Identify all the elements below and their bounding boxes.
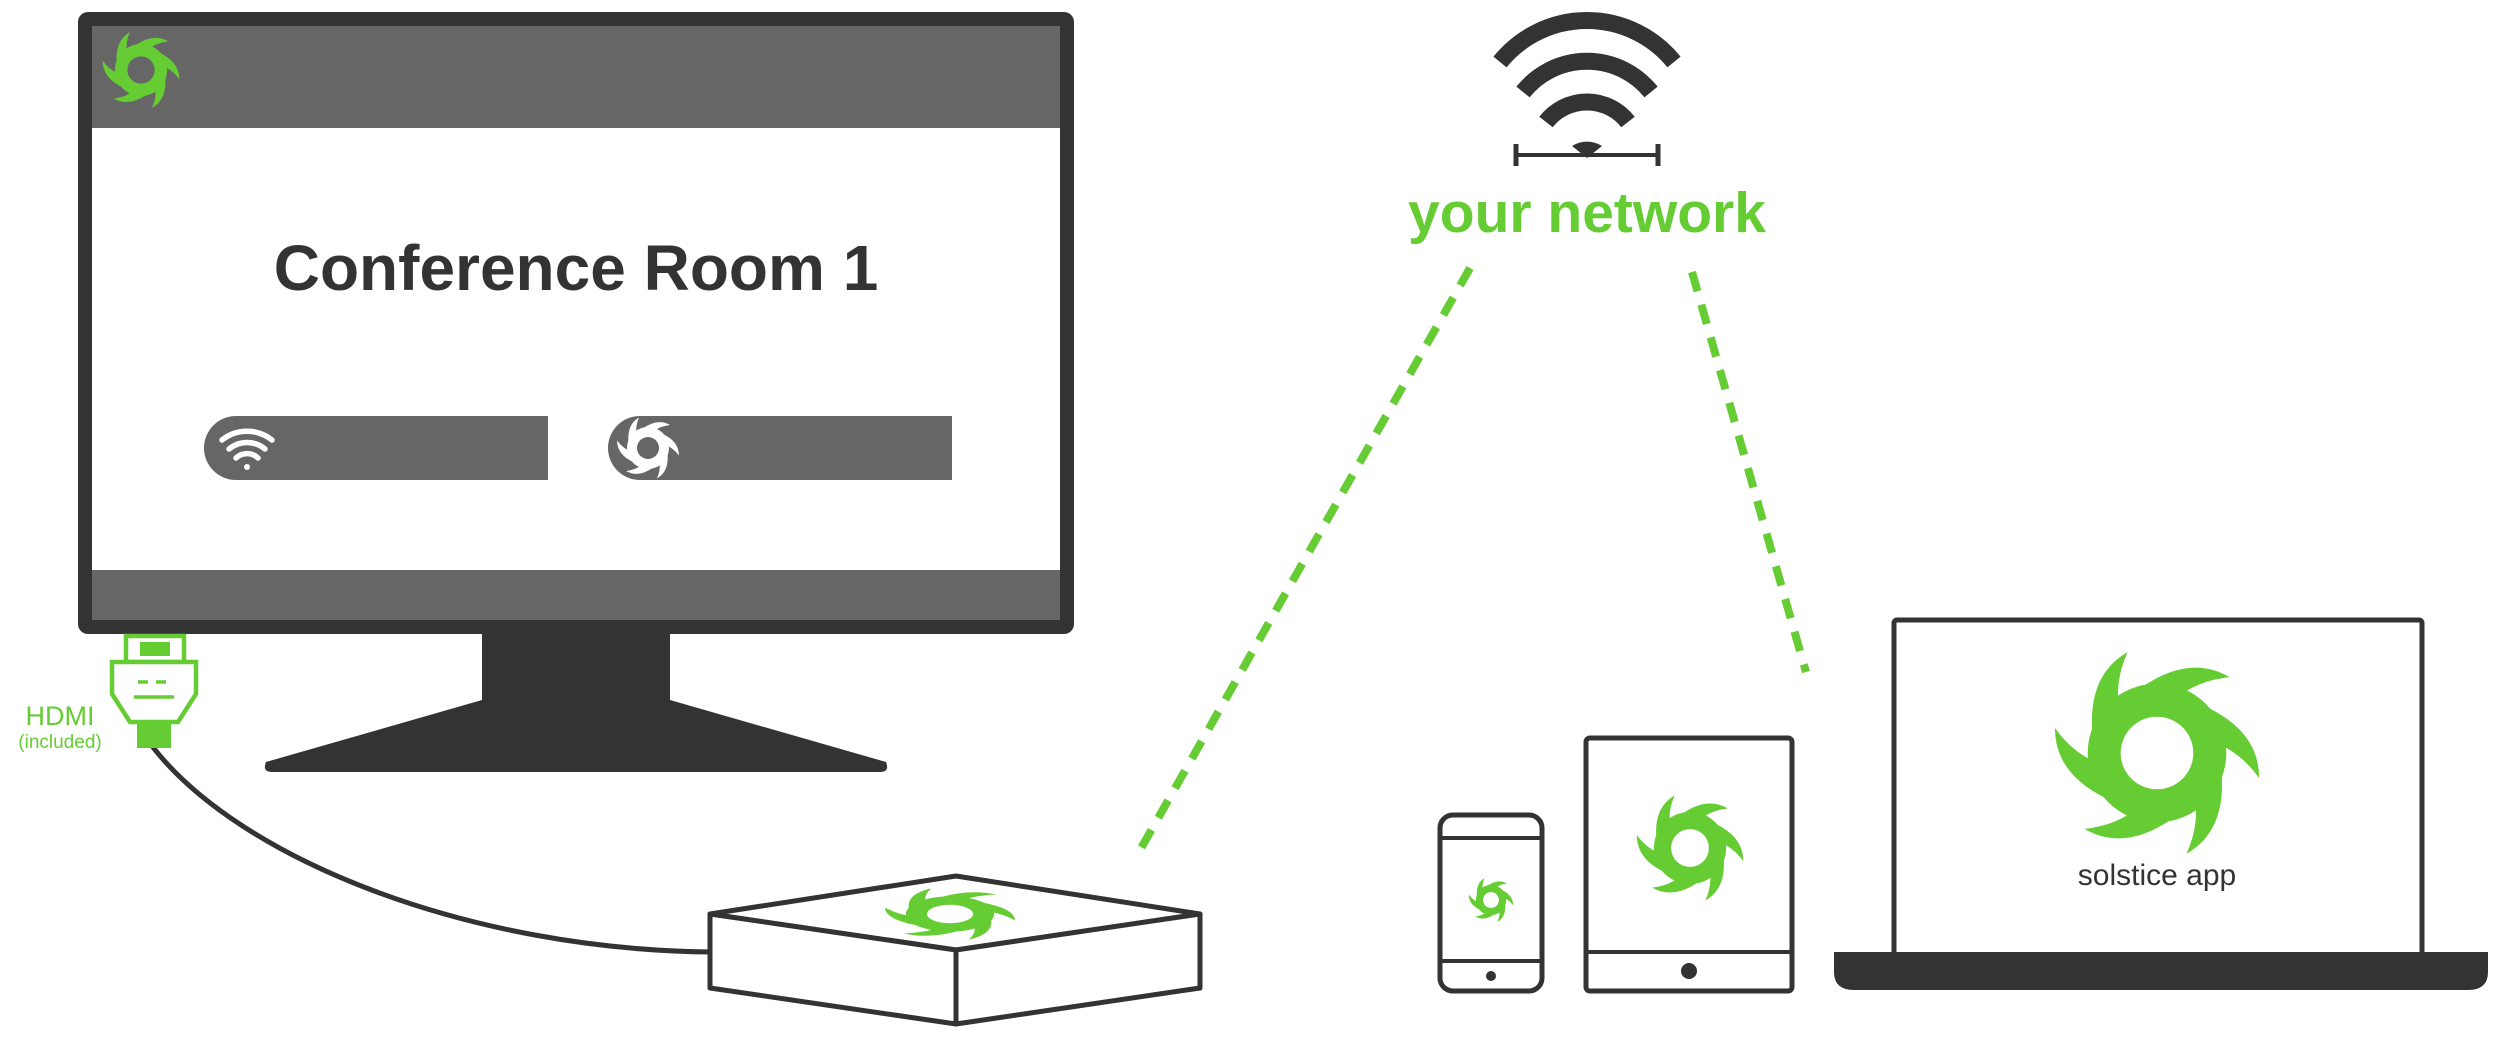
room-name: Conference Room 1 — [274, 232, 879, 304]
hdmi-connector-icon — [109, 633, 199, 748]
solstice-pod — [707, 873, 1203, 1027]
screen-top-bar — [92, 26, 1060, 128]
tablet — [1583, 735, 1795, 994]
laptop-app-label: solstice app — [2078, 859, 2236, 892]
monitor: Conference Room 1 — [78, 12, 1074, 772]
laptop-base — [1834, 952, 2488, 990]
hdmi-sublabel: (included) — [18, 732, 101, 753]
wifi-icon — [1493, 12, 1681, 166]
monitor-base — [264, 700, 888, 772]
network: your network — [1136, 12, 1810, 852]
network-label: your network — [1408, 181, 1766, 245]
devices-connection-line — [1688, 270, 1810, 674]
phone — [1437, 812, 1545, 994]
laptop: solstice app — [1834, 617, 2488, 990]
cable-line — [150, 744, 713, 955]
monitor-neck — [482, 634, 670, 704]
pod-connection-line — [1136, 266, 1474, 852]
wifi-icon — [219, 428, 275, 470]
solstice-pill — [608, 416, 952, 480]
hdmi-cable: HDMI (included) — [18, 633, 713, 955]
hdmi-label: HDMI — [26, 701, 95, 731]
screen-bottom-bar — [92, 570, 1060, 620]
pod-right-face — [953, 911, 1203, 1027]
wifi-pill — [204, 416, 548, 480]
